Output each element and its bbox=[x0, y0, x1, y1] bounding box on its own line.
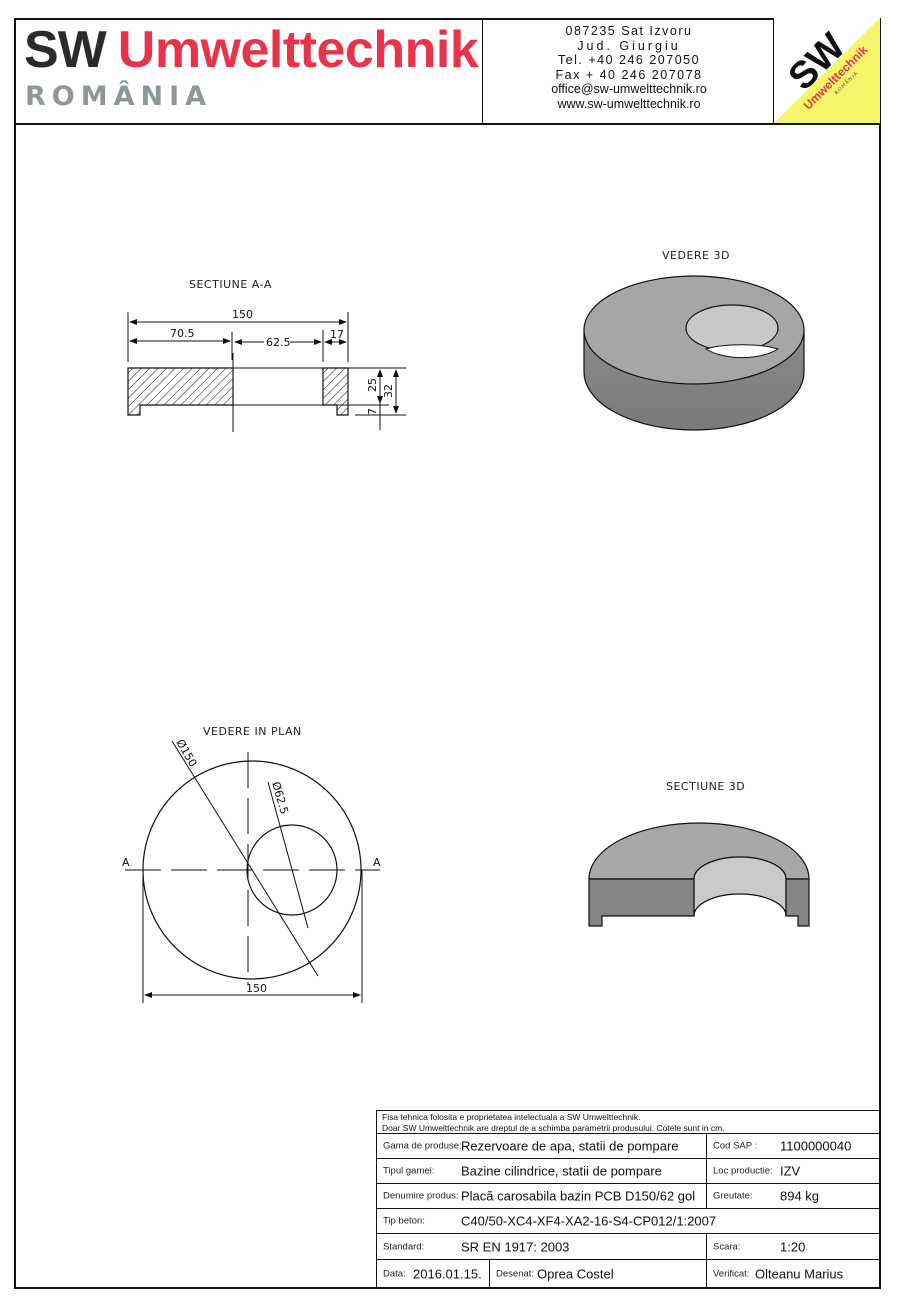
title-block: Fisa tehnica folosita e proprietatea int… bbox=[376, 1110, 880, 1288]
row-data: Data: 2016.01.15. Desenat: Oprea Costel … bbox=[377, 1260, 880, 1288]
note-line2: Doar SW Umwelttechnik are dreptul de a s… bbox=[382, 1123, 725, 1133]
gama-label: Gama de produse: bbox=[383, 1140, 462, 1152]
dim-width-150: 150 bbox=[246, 982, 267, 995]
verificat-label: Verificat: bbox=[713, 1268, 750, 1280]
tipul-label: Tipul gamei: bbox=[383, 1165, 435, 1177]
row-beton: Tip beton: C40/50-XC4-XF4-XA2-16-S4-CP01… bbox=[377, 1209, 880, 1234]
row-tipul: Tipul gamei: Bazine cilindrice, statii d… bbox=[377, 1159, 880, 1184]
cod-sap-label: Cod SAP : bbox=[713, 1140, 758, 1152]
denumire-label: Denumire produs: bbox=[383, 1190, 459, 1202]
greutate-label: Greutate: bbox=[713, 1190, 753, 1202]
brand-name: Umwelttechnik bbox=[117, 21, 479, 79]
data-value: 2016.01.15. bbox=[413, 1266, 482, 1282]
dim-70-5: 70.5 bbox=[170, 327, 195, 340]
section-aa-drawing: 150 70.5 62.5 17 25 32 7 bbox=[127, 308, 406, 432]
address-line2: Jud. Giurgiu bbox=[577, 38, 681, 53]
loc-value: IZV bbox=[780, 1163, 801, 1179]
tipul-value: Bazine cilindrice, statii de pompare bbox=[461, 1163, 662, 1179]
contact-info: 087235 Sat Izvoru Jud. Giurgiu Tel. +40 … bbox=[484, 24, 774, 111]
gama-value: Rezervoare de apa, statii de pompare bbox=[461, 1138, 679, 1154]
beton-label: Tip beton: bbox=[383, 1215, 425, 1227]
dim-25: 25 bbox=[366, 378, 379, 392]
dim-32: 32 bbox=[382, 384, 395, 398]
beton-value: C40/50-XC4-XF4-XA2-16-S4-CP012/1:2007 bbox=[461, 1213, 717, 1229]
website: www.sw-umwelttechnik.ro bbox=[557, 96, 701, 111]
section-mark-left: A bbox=[122, 856, 130, 869]
company-logo: SW Umwelttechnik ROMÂNIA bbox=[773, 18, 880, 123]
plan-view-drawing: Ø150 Ø62.5 A A 150 bbox=[122, 737, 381, 1003]
tel: Tel. +40 246 207050 bbox=[557, 53, 701, 67]
fax: Fax + 40 246 207078 bbox=[555, 67, 703, 82]
row-standard: Standard: SR EN 1917: 2003 Scara: 1:20 bbox=[377, 1234, 880, 1260]
scara-label: Scara: bbox=[713, 1241, 741, 1252]
section-3d-drawing bbox=[588, 822, 810, 927]
data-label: Data: bbox=[383, 1268, 406, 1280]
loc-label: Loc productie: bbox=[713, 1165, 773, 1177]
standard-value: SR EN 1917: 2003 bbox=[461, 1239, 570, 1254]
title-block-note: Fisa tehnica folosita e proprietatea int… bbox=[377, 1111, 880, 1134]
view-3d-drawing bbox=[583, 275, 805, 431]
dim-62-5: 62.5 bbox=[266, 336, 291, 349]
scara-value: 1:20 bbox=[780, 1239, 806, 1254]
dim-17: 17 bbox=[330, 328, 344, 341]
section-aa-title: SECTIUNE A-A bbox=[189, 278, 272, 291]
standard-label: Standard: bbox=[383, 1241, 425, 1252]
dim-150: 150 bbox=[232, 308, 253, 321]
dim-7: 7 bbox=[366, 408, 379, 415]
logo-graphic: SW Umwelttechnik ROMÂNIA bbox=[774, 18, 880, 123]
row-gama: Gama de produse: Rezervoare de apa, stat… bbox=[377, 1134, 880, 1159]
section-3d-title: SECTIUNE 3D bbox=[666, 780, 746, 793]
note-line1: Fisa tehnica folosita e proprietatea int… bbox=[382, 1112, 641, 1122]
row-denumire: Denumire produs: Placă carosabila bazin … bbox=[377, 1184, 880, 1209]
section-mark-right: A bbox=[373, 856, 381, 869]
greutate-value: 894 kg bbox=[780, 1188, 820, 1204]
denumire-value: Placă carosabila bazin PCB D150/62 gol bbox=[461, 1188, 696, 1204]
plan-view-title: VEDERE IN PLAN bbox=[203, 725, 302, 738]
cod-sap-value: 1100000040 bbox=[780, 1138, 852, 1154]
desenat-label: Desenat: bbox=[496, 1268, 535, 1280]
address-line1: 087235 Sat Izvoru bbox=[565, 24, 693, 38]
brand-country: ROMÂNIA bbox=[25, 81, 213, 112]
brand-sw: SW bbox=[24, 21, 107, 79]
desenat-value: Oprea Costel bbox=[537, 1266, 614, 1282]
drawing-frame bbox=[14, 18, 881, 1289]
email: office@sw-umwelttechnik.ro bbox=[551, 82, 707, 96]
view-3d-title: VEDERE 3D bbox=[662, 249, 730, 262]
verificat-value: Olteanu Marius bbox=[755, 1266, 844, 1282]
